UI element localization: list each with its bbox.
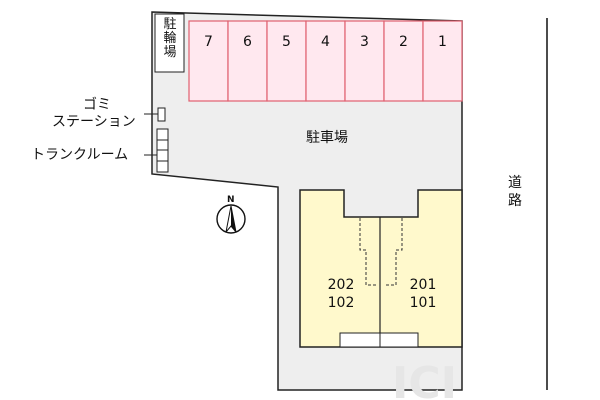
road-label-line-2: 路 <box>508 193 522 209</box>
trunk-room-boxes <box>156 128 169 173</box>
garbage-station-box <box>157 107 166 122</box>
north-arrow-icon <box>216 204 246 234</box>
parking-space-number: 1 <box>438 34 447 50</box>
parking-space-5 <box>266 20 307 102</box>
entry-dashed-right <box>384 218 403 286</box>
entrance-left <box>339 332 381 348</box>
parking-space-number: 6 <box>243 34 252 50</box>
parking-space-6 <box>227 20 268 102</box>
building <box>299 189 463 348</box>
parking-space-3 <box>344 20 385 102</box>
watermark: ICI <box>392 358 457 400</box>
parking-space-number: 4 <box>321 34 330 50</box>
garbage-station-label-2: ステーション <box>52 114 136 130</box>
parking-space-7 <box>188 20 229 102</box>
parking-space-1 <box>422 20 463 102</box>
parking-space-2 <box>383 20 424 102</box>
unit-right-lower: 101 <box>409 295 437 311</box>
parking-space-number: 2 <box>399 34 408 50</box>
parking-space-number: 3 <box>360 34 369 50</box>
bicycle-parking-box <box>154 13 185 73</box>
road-label: 道 路 <box>506 174 524 210</box>
unit-left-upper: 202 <box>327 277 355 293</box>
unit-right: 201 101 <box>406 276 440 312</box>
entry-dashed-left <box>359 218 378 286</box>
trunk-room-label: トランクルーム <box>31 147 129 163</box>
unit-right-upper: 201 <box>409 277 437 293</box>
bicycle-parking-line-2: 輪 <box>163 31 177 46</box>
bicycle-parking-label: 駐 輪 場 <box>160 18 180 60</box>
parking-lot-label: 駐車場 <box>306 130 348 146</box>
road-label-line-1: 道 <box>508 175 522 191</box>
parking-spaces <box>188 20 463 102</box>
unit-left-lower: 102 <box>327 295 355 311</box>
entrance-right <box>379 332 419 348</box>
north-label: N <box>227 195 235 205</box>
bicycle-parking-line-1: 駐 <box>163 17 177 32</box>
garbage-station-label-1: ゴミ <box>83 97 111 113</box>
unit-left: 202 102 <box>324 276 358 312</box>
parking-space-number: 7 <box>204 34 213 50</box>
bicycle-parking-line-3: 場 <box>163 45 177 60</box>
parking-space-number: 5 <box>282 34 291 50</box>
parking-space-4 <box>305 20 346 102</box>
